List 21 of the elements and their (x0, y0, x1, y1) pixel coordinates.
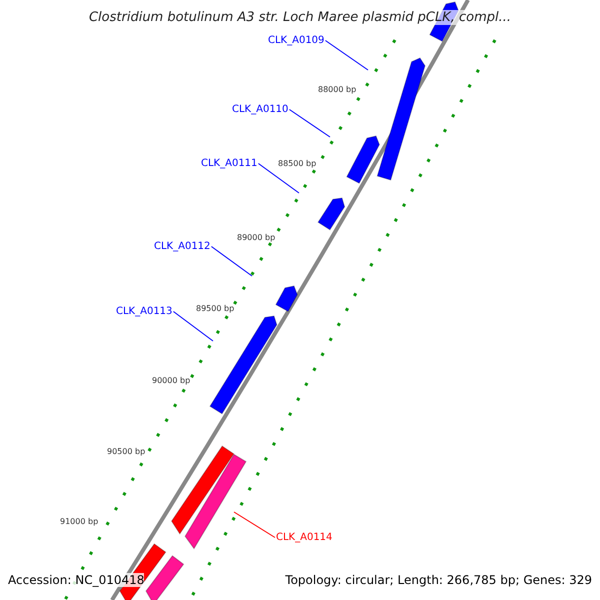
leader-line (288, 109, 330, 138)
tick-label: 88000 bp (318, 85, 356, 94)
gene-label: CLK_A0112 (154, 241, 210, 252)
topology-text: Topology: circular; Length: 266,785 bp; Genes: 329 (285, 573, 592, 587)
leader-line (172, 311, 214, 342)
gene-label: CLK_A0111 (201, 158, 258, 169)
tick-label: 90000 bp (152, 376, 190, 385)
leader-line (324, 40, 368, 70)
leader-line (234, 512, 276, 538)
tick-label: 91000 bp (60, 517, 98, 526)
gene-label: CLK_A0114 (276, 532, 332, 543)
gene-label: CLK_A0113 (116, 306, 172, 317)
tick-label: 88500 bp (278, 159, 316, 168)
leader-line (258, 163, 300, 194)
tick-label: 89000 bp (237, 233, 276, 242)
gene-label: CLK_A0110 (232, 104, 288, 115)
leader-line (210, 246, 252, 276)
tick-label: 90500 bp (107, 447, 146, 456)
tick-label: 89500 bp (196, 304, 234, 313)
accession-text: Accession: NC_010418 (8, 573, 144, 587)
gene-label: CLK_A0109 (268, 35, 324, 46)
